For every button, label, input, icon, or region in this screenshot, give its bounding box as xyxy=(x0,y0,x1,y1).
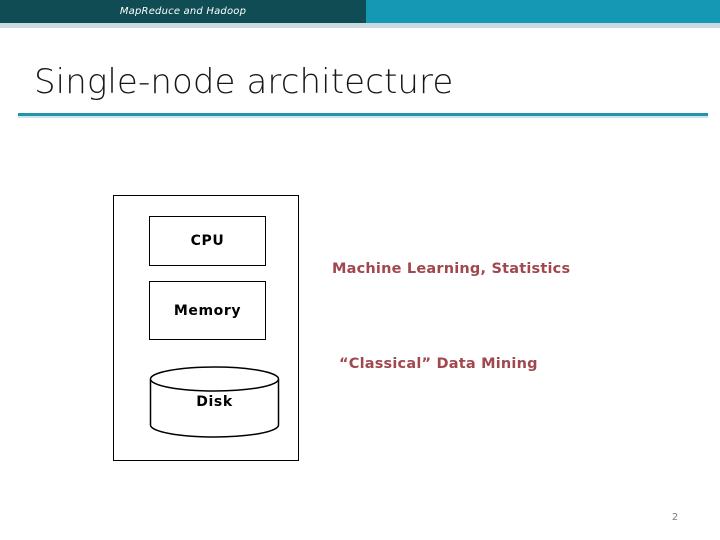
banner-dark-segment xyxy=(0,0,366,23)
banner-underline xyxy=(0,23,720,28)
title-divider-shadow xyxy=(18,116,708,118)
page-title: Single-node architecture xyxy=(34,62,454,102)
title-divider xyxy=(18,113,708,116)
disk-cylinder-icon xyxy=(149,366,280,438)
slide-banner: MapReduce and Hadoop xyxy=(0,0,720,23)
banner-light-segment xyxy=(366,0,720,23)
cpu-box: CPU xyxy=(149,216,266,266)
machine-enclosure xyxy=(113,195,299,461)
page-number: 2 xyxy=(671,512,679,523)
banner-title: MapReduce and Hadoop xyxy=(119,6,247,17)
annotation-machine-learning: Machine Learning, Statistics xyxy=(332,261,571,277)
memory-box: Memory xyxy=(149,281,266,340)
disk-cylinder: Disk xyxy=(149,366,280,438)
annotation-classical-data-mining: “Classical” Data Mining xyxy=(339,356,538,372)
